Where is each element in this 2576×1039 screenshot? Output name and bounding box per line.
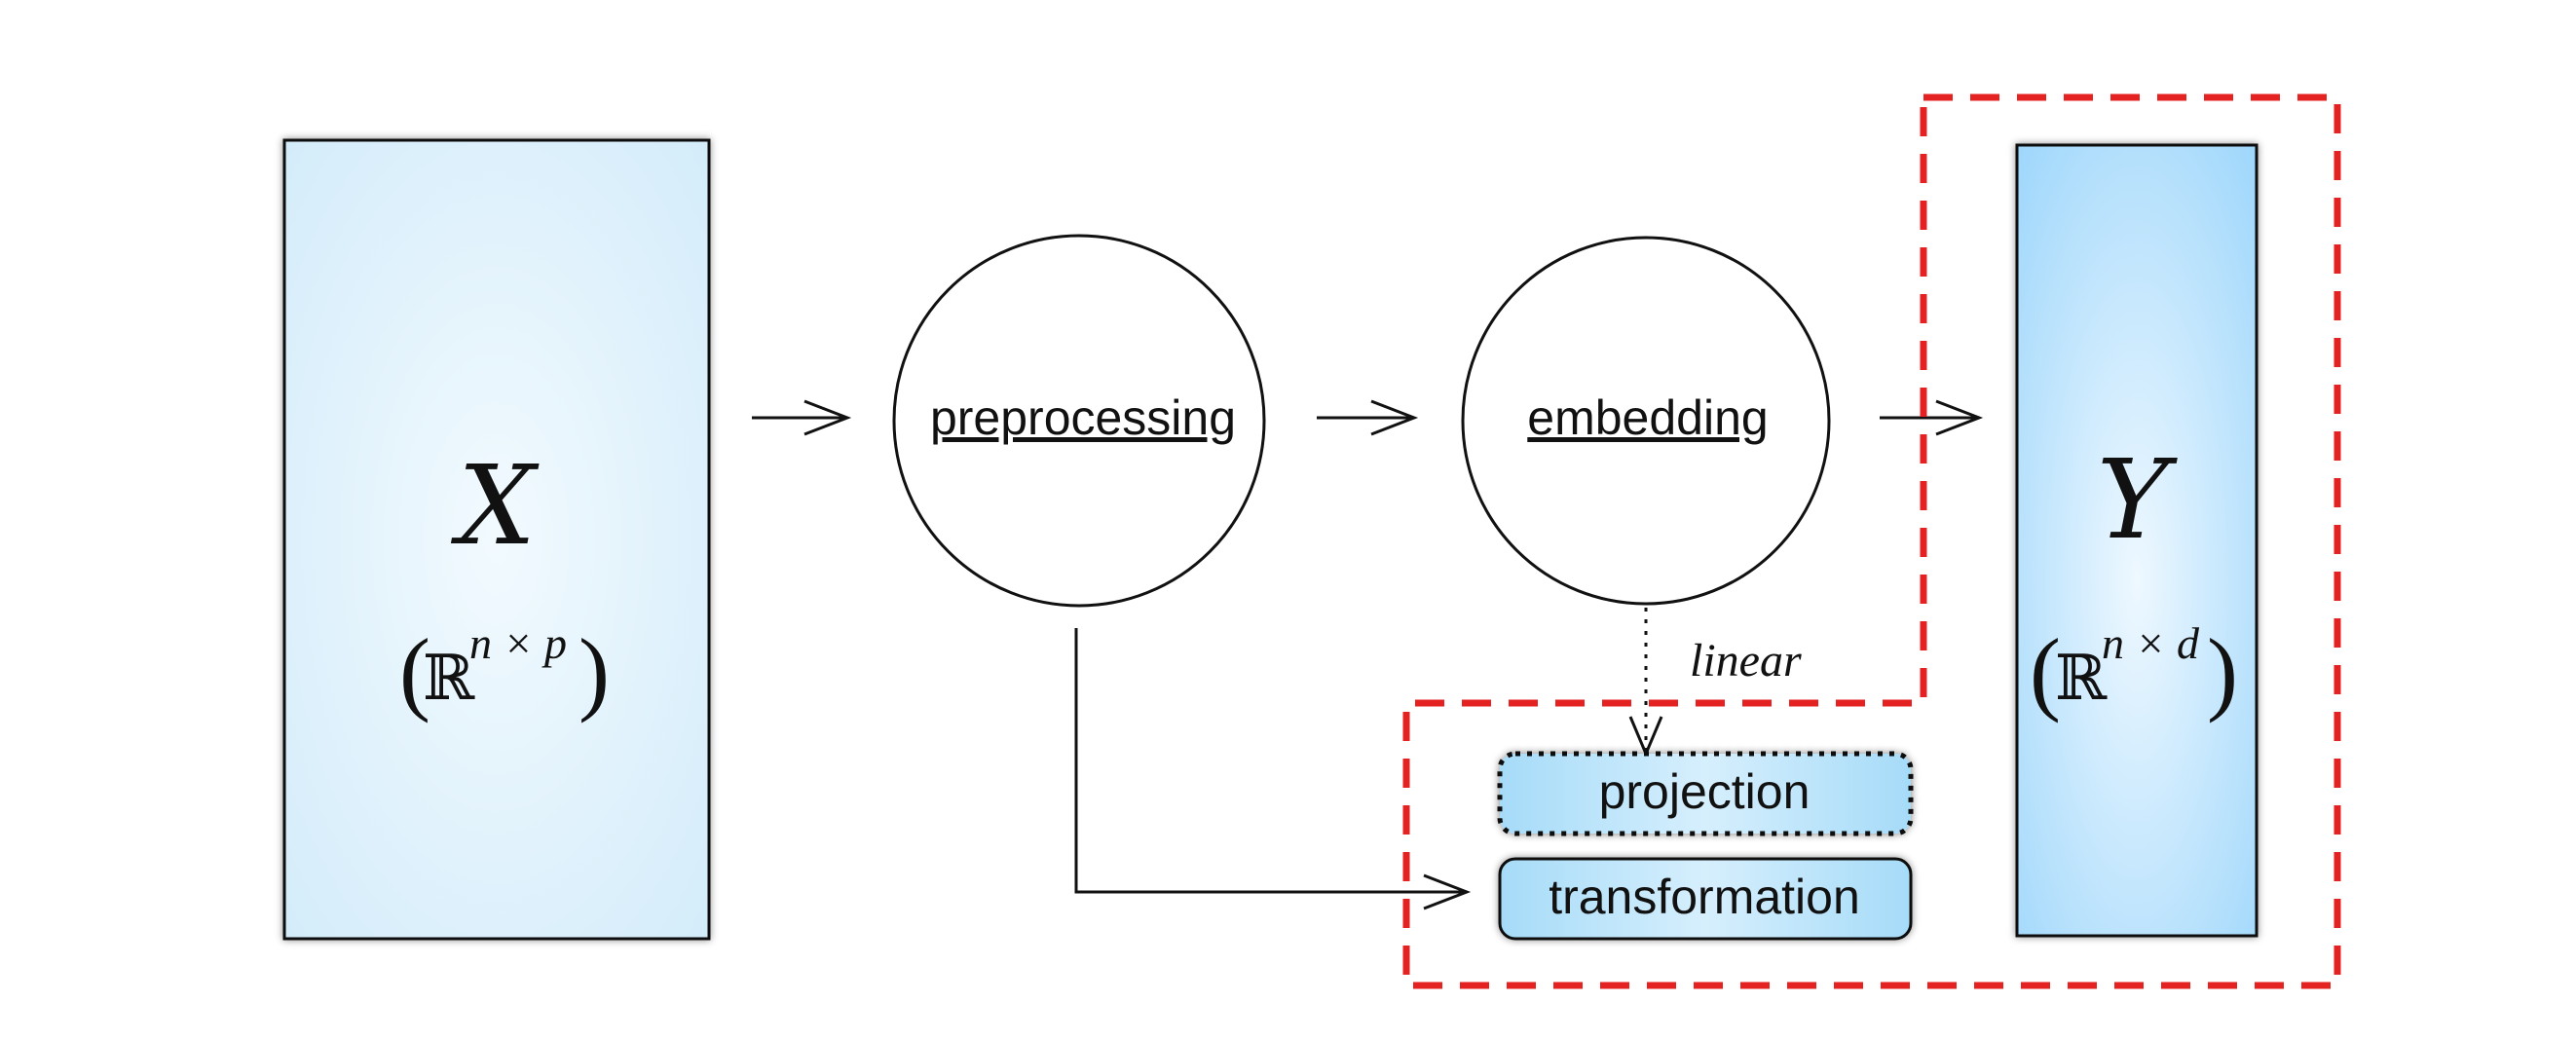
linear-edge-label: linear — [1690, 635, 1802, 686]
preprocessing-label: preprocessing — [930, 390, 1236, 445]
output-matrix-space-letter: ℝ — [2055, 643, 2108, 715]
embedding-node: embedding — [1461, 236, 1831, 606]
embedding-label: embedding — [1527, 390, 1768, 445]
embedding-circle — [1461, 236, 1831, 606]
input-matrix-symbol: X — [450, 443, 540, 570]
transformation-box — [1498, 857, 1913, 941]
projection-box — [1497, 751, 1914, 836]
preprocessing-node: preprocessing — [892, 234, 1266, 608]
output-matrix-close-paren: ) — [2207, 619, 2238, 724]
input-matrix-open-paren: ( — [399, 619, 430, 724]
output-matrix-node: Y ( ℝ n × d ) — [2015, 143, 2259, 938]
preprocessing-circle — [892, 234, 1266, 608]
arrow-preprocessing-to-embedding — [1317, 399, 1419, 436]
transformation-label: transformation — [1549, 870, 1860, 924]
input-matrix-space-exponent: n × p — [469, 618, 567, 668]
edge-embedding-to-projection: linear — [1628, 608, 1802, 758]
input-matrix-box — [282, 138, 711, 941]
projection-node: projection — [1497, 751, 1914, 836]
output-matrix-box — [2015, 143, 2259, 938]
arrow-embedding-to-output — [1880, 399, 1984, 436]
input-matrix-space-letter: ℝ — [423, 643, 475, 715]
output-matrix-open-paren: ( — [2030, 619, 2061, 724]
output-matrix-symbol: Y — [2097, 437, 2178, 564]
transformation-node: transformation — [1498, 857, 1913, 941]
arrow-input-to-preprocessing — [752, 399, 852, 436]
output-matrix-space-exponent: n × d — [2102, 618, 2200, 668]
projection-label: projection — [1599, 764, 1811, 819]
input-matrix-node: X ( ℝ n × p ) — [282, 138, 711, 941]
input-matrix-close-paren: ) — [579, 619, 610, 724]
edge-preprocessing-to-transformation — [1074, 628, 1472, 910]
